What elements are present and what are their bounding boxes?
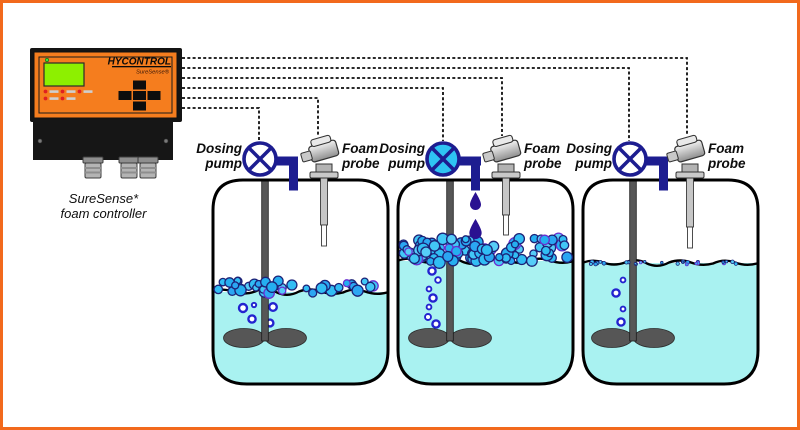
dosing-pump-2 (425, 141, 481, 191)
tank-outline (396, 178, 575, 386)
cable-probe-2 (182, 77, 503, 136)
probe-head-icon (666, 134, 706, 163)
brand-logo: HYCONTROL (108, 57, 171, 68)
foam-probe-1 (300, 134, 340, 247)
rising-bubbles (611, 276, 627, 327)
agitator-shaft (261, 180, 269, 342)
probe-label-line2: probe (707, 156, 746, 171)
cable-pump-1 (182, 107, 260, 141)
agitator-shaft (629, 180, 637, 342)
key-right[interactable] (147, 91, 161, 100)
liquid-surface (583, 259, 758, 267)
liquid (398, 261, 573, 384)
foam-layer (213, 275, 379, 299)
foam-probe-3 (666, 134, 706, 249)
screw (163, 138, 169, 144)
control-cables (182, 57, 688, 141)
key-enter[interactable] (133, 91, 146, 100)
foam-layer (588, 259, 739, 267)
probe-label-line2: probe (523, 156, 562, 171)
probe-label-line2: probe (341, 156, 380, 171)
probe-label-line1: Foam (342, 141, 378, 156)
labels: Dosing pump Foam probe Dosing pump Foam … (196, 141, 746, 171)
probe-label-line1: Foam (524, 141, 560, 156)
dosing-pump-3 (612, 141, 668, 191)
tank-outline (211, 178, 390, 386)
screw (37, 138, 43, 144)
keypad[interactable] (118, 80, 161, 111)
foam-layer (398, 232, 573, 269)
pump-label-line1: Dosing (196, 141, 243, 156)
rising-bubbles (424, 266, 442, 329)
liquid (583, 263, 758, 384)
foam-control-diagram: HYCONTROL SureSense® SureSense* (30, 48, 760, 386)
foam-probe-2 (482, 134, 522, 236)
cable-pump-3 (182, 67, 630, 141)
key-up[interactable] (133, 80, 146, 90)
controller-lower-housing (33, 120, 173, 160)
cable-glands (82, 156, 159, 179)
cable-probe-1 (182, 97, 319, 136)
tank-3 (581, 178, 760, 386)
model-text: SureSense® (136, 69, 170, 76)
pump-label-line1: Dosing (379, 141, 426, 156)
chemical-droplets (469, 192, 482, 240)
tank-2 (396, 178, 575, 386)
logo-underline (112, 66, 171, 68)
pump-label-line2: pump (574, 156, 612, 171)
key-left[interactable] (118, 91, 132, 100)
dosing-pump-1 (242, 141, 298, 191)
foam-controller: HYCONTROL SureSense® SureSense* (30, 48, 182, 221)
cable-pump-2 (182, 87, 444, 141)
lcd-screen (43, 62, 85, 87)
cable-probe-3 (182, 57, 688, 136)
controller-caption-line2: foam controller (61, 206, 148, 221)
status-leds (43, 89, 93, 101)
probe-head-icon (300, 134, 340, 163)
pump-label-line2: pump (387, 156, 425, 171)
tank-outline (581, 178, 760, 386)
probe-head-icon (482, 134, 522, 163)
pump-label-line2: pump (204, 156, 242, 171)
key-down[interactable] (133, 101, 146, 111)
controller-caption-line1: SureSense* (69, 191, 139, 206)
pump-label-line1: Dosing (566, 141, 613, 156)
power-led (44, 57, 49, 62)
probe-label-line1: Foam (708, 141, 744, 156)
